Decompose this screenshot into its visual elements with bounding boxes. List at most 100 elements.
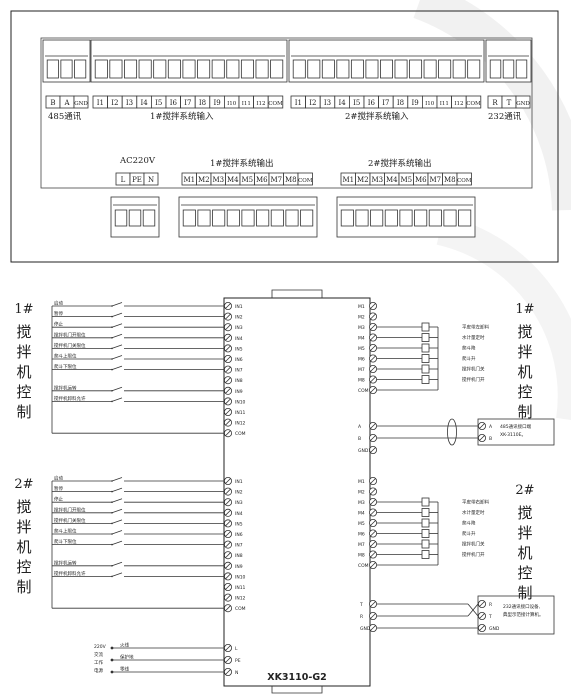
input-label-g1: 搅拌机卸料允许: [54, 395, 86, 402]
terminal-power-label: N: [148, 176, 154, 184]
input-label-g2: 搅拌机卸料允许: [54, 570, 86, 577]
output-terminal-g2-slash: [370, 551, 376, 558]
input-switch-g2: [111, 477, 123, 482]
side-label-right-2: 拌: [517, 524, 532, 542]
output-relay-g1: [421, 333, 430, 342]
power-wire-label: 零线: [120, 666, 129, 673]
terminal-input-1-label: COM: [268, 101, 283, 107]
output-relay-g2: [421, 518, 430, 528]
rs232-note: 232通讯接口设备,: [503, 603, 540, 610]
terminal-output-1-label: M2: [198, 176, 210, 184]
input-terminal-g1-slash: [225, 324, 231, 330]
output-label-g2: 水计量定时: [462, 509, 485, 516]
terminal-input-2-label: I12: [454, 101, 463, 107]
rs485-terminal-slash: [370, 447, 376, 453]
side-label-left-1: 制: [16, 403, 31, 421]
input-switch-pivot-g1: [111, 337, 113, 339]
side-label-right-1: 搅: [517, 323, 532, 341]
connector-output-2-slot: [370, 209, 384, 227]
input-label-g1: 搅拌机运转: [54, 384, 77, 391]
mount-tab-bottom: [271, 686, 323, 694]
side-label-left-2: 2#: [14, 477, 33, 492]
output-terminal-g1-slash: [370, 345, 376, 351]
output-pin-g1: M3: [358, 325, 365, 331]
connector-output-2-slot: [428, 209, 442, 227]
output-relay-g1: [421, 354, 430, 363]
output-terminal-g2-slash: [370, 562, 376, 568]
connector-input-2-slot: [365, 59, 379, 79]
input-pin-g2: IN11: [235, 585, 246, 591]
rs232-remote-pin: GND: [489, 626, 500, 632]
connector-output-2-slot: [399, 209, 413, 227]
output-pin-g2: M8: [358, 553, 365, 559]
input-pin-g1: IN10: [235, 399, 246, 405]
input-switch-pivot-g2: [111, 575, 113, 578]
input-pin-g2: IN6: [235, 532, 243, 538]
terminal-output-1-label: M7: [270, 176, 282, 184]
connector-output-1-slot: [197, 209, 211, 227]
output-terminal-g1-slash: [370, 366, 376, 372]
input-pin-g1: IN2: [235, 315, 243, 321]
connector-input-1-slot: [240, 59, 254, 79]
terminal-input-1-label: I10: [227, 101, 237, 107]
power-terminal-slash: [225, 669, 231, 675]
output-pin-g1: M7: [358, 367, 365, 373]
input-terminal-g1-slash: [225, 377, 231, 383]
terminal-input-1-label: I3: [126, 99, 133, 107]
connector-input-1-slot: [226, 59, 240, 79]
output-pin-g1: M8: [358, 378, 365, 384]
input-pin-g1: IN8: [235, 378, 243, 384]
input-switch-g1: [111, 312, 123, 317]
input-switch-pivot-g2: [111, 522, 113, 525]
power-wire-label: 火线: [120, 642, 129, 649]
rs232-device-box: [477, 595, 555, 635]
terminal-input-1-label: I9: [213, 99, 220, 107]
rs232-terminal-slash: [370, 625, 376, 631]
mount-tab-top: [271, 289, 323, 298]
input-pin-g2: IN12: [235, 596, 246, 602]
input-switch-pivot-g2: [111, 490, 113, 493]
side-label-left-1: 拌: [16, 343, 31, 361]
terminal-485-label: B: [50, 99, 55, 107]
input-switch-pivot-g1: [111, 368, 113, 371]
rs232-remote-terminal-slash: [479, 613, 485, 619]
rs232-terminal-slash: [370, 613, 376, 619]
connector-output-1-slot: [256, 209, 270, 227]
rs232-remote-pin: R: [489, 602, 492, 608]
side-label-right-2: 2#: [515, 483, 534, 498]
side-label-left-2: 搅: [16, 498, 31, 516]
connector-input-2-slot: [380, 59, 393, 79]
output-terminal-g1-slash: [370, 334, 376, 341]
terminal-input-1-label: I12: [256, 101, 265, 107]
output-terminal-g2-slash: [370, 488, 376, 495]
output-pin-g2: M4: [358, 511, 365, 517]
input-switch-pivot-g1: [111, 315, 113, 318]
input-switch-pivot-g2: [111, 512, 113, 514]
terminal-output-2-label: COM: [457, 178, 472, 184]
output-pin-g1: M4: [358, 336, 365, 342]
output-relay-g1: [421, 375, 430, 384]
input-switch-pivot-g2: [111, 543, 113, 546]
side-label-right-2: 机: [517, 544, 532, 562]
terminal-output-2-label: M1: [342, 176, 354, 184]
output-label-g1: 水计量定时: [462, 334, 485, 341]
terminal-input-2-label: I5: [353, 99, 360, 107]
input-switch-g1: [111, 355, 123, 360]
terminal-input-1-label: I1: [97, 99, 104, 107]
output-terminal-g2-slash: [370, 541, 376, 547]
connector-power-slot: [114, 209, 128, 227]
input-terminal-g1-slash: [225, 430, 231, 436]
connector-input-2-slot: [350, 59, 364, 79]
rs232-terminal-slash: [370, 601, 376, 607]
rs485-remote-terminal-slash: [479, 435, 485, 441]
connector-232-slot: [502, 59, 515, 79]
input-label-g2: 暂停: [54, 485, 63, 492]
input-label-g1: 停止: [54, 321, 63, 328]
terminal-232-label: T: [507, 99, 512, 107]
connector-output-2-slot: [340, 209, 354, 227]
connector-input-2-slot: [336, 59, 350, 79]
side-label-right-1: 1#: [515, 302, 534, 317]
connector-power-slot: [142, 209, 156, 227]
output-label-g2: 搅拌机门开: [462, 551, 485, 558]
input-pin-g1: IN5: [235, 346, 243, 352]
